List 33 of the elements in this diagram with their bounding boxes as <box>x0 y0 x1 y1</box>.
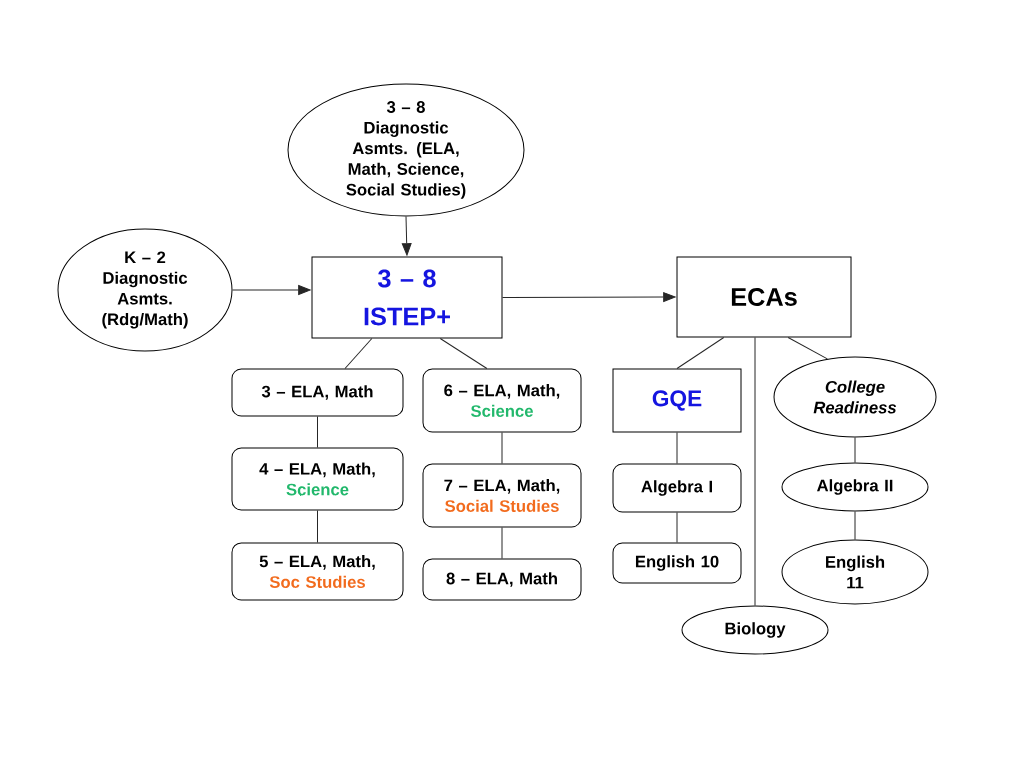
oval-node: College Readiness <box>773 356 937 438</box>
connector-line <box>787 337 828 360</box>
connector-line <box>676 337 725 369</box>
connector-line <box>854 437 856 463</box>
connector-line <box>501 432 503 464</box>
connector-line <box>344 338 373 369</box>
arrow <box>502 292 676 302</box>
rounded-box: 6 – ELA, Math, Science <box>422 368 582 433</box>
process-box: 3 – 8 ISTEP+ <box>311 256 503 339</box>
connector-line <box>854 511 856 540</box>
rounded-box: 8 – ELA, Math <box>422 558 582 601</box>
rounded-box: 7 – ELA, Math, Social Studies <box>422 463 582 528</box>
process-box: ECAs <box>676 256 852 338</box>
rounded-box: 3 – ELA, Math <box>231 368 404 417</box>
oval-node: 3 – 8 Diagnostic Asmts. (ELA, Math, Science, Social Studies) <box>287 83 525 217</box>
rounded-box: 5 – ELA, Math, Soc Studies <box>231 542 404 601</box>
rounded-box: English 10 <box>612 542 742 584</box>
connector-line <box>501 527 503 559</box>
process-box: GQE <box>612 368 742 433</box>
oval-node: K – 2 Diagnostic Asmts. (Rdg/Math) <box>57 228 233 352</box>
rounded-box: Algebra I <box>612 463 742 513</box>
oval-node: Algebra II <box>781 462 929 512</box>
arrow <box>232 285 311 295</box>
oval-node: Biology <box>681 605 829 655</box>
connector-line <box>317 510 318 543</box>
connector-line <box>676 512 678 543</box>
oval-node: English 11 <box>781 539 929 605</box>
arrow <box>401 216 412 256</box>
connector-line <box>676 432 678 464</box>
rounded-box: 4 – ELA, Math, Science <box>231 447 404 511</box>
connector-line <box>439 338 488 369</box>
connector-line <box>754 337 756 606</box>
connector-line <box>317 416 318 448</box>
